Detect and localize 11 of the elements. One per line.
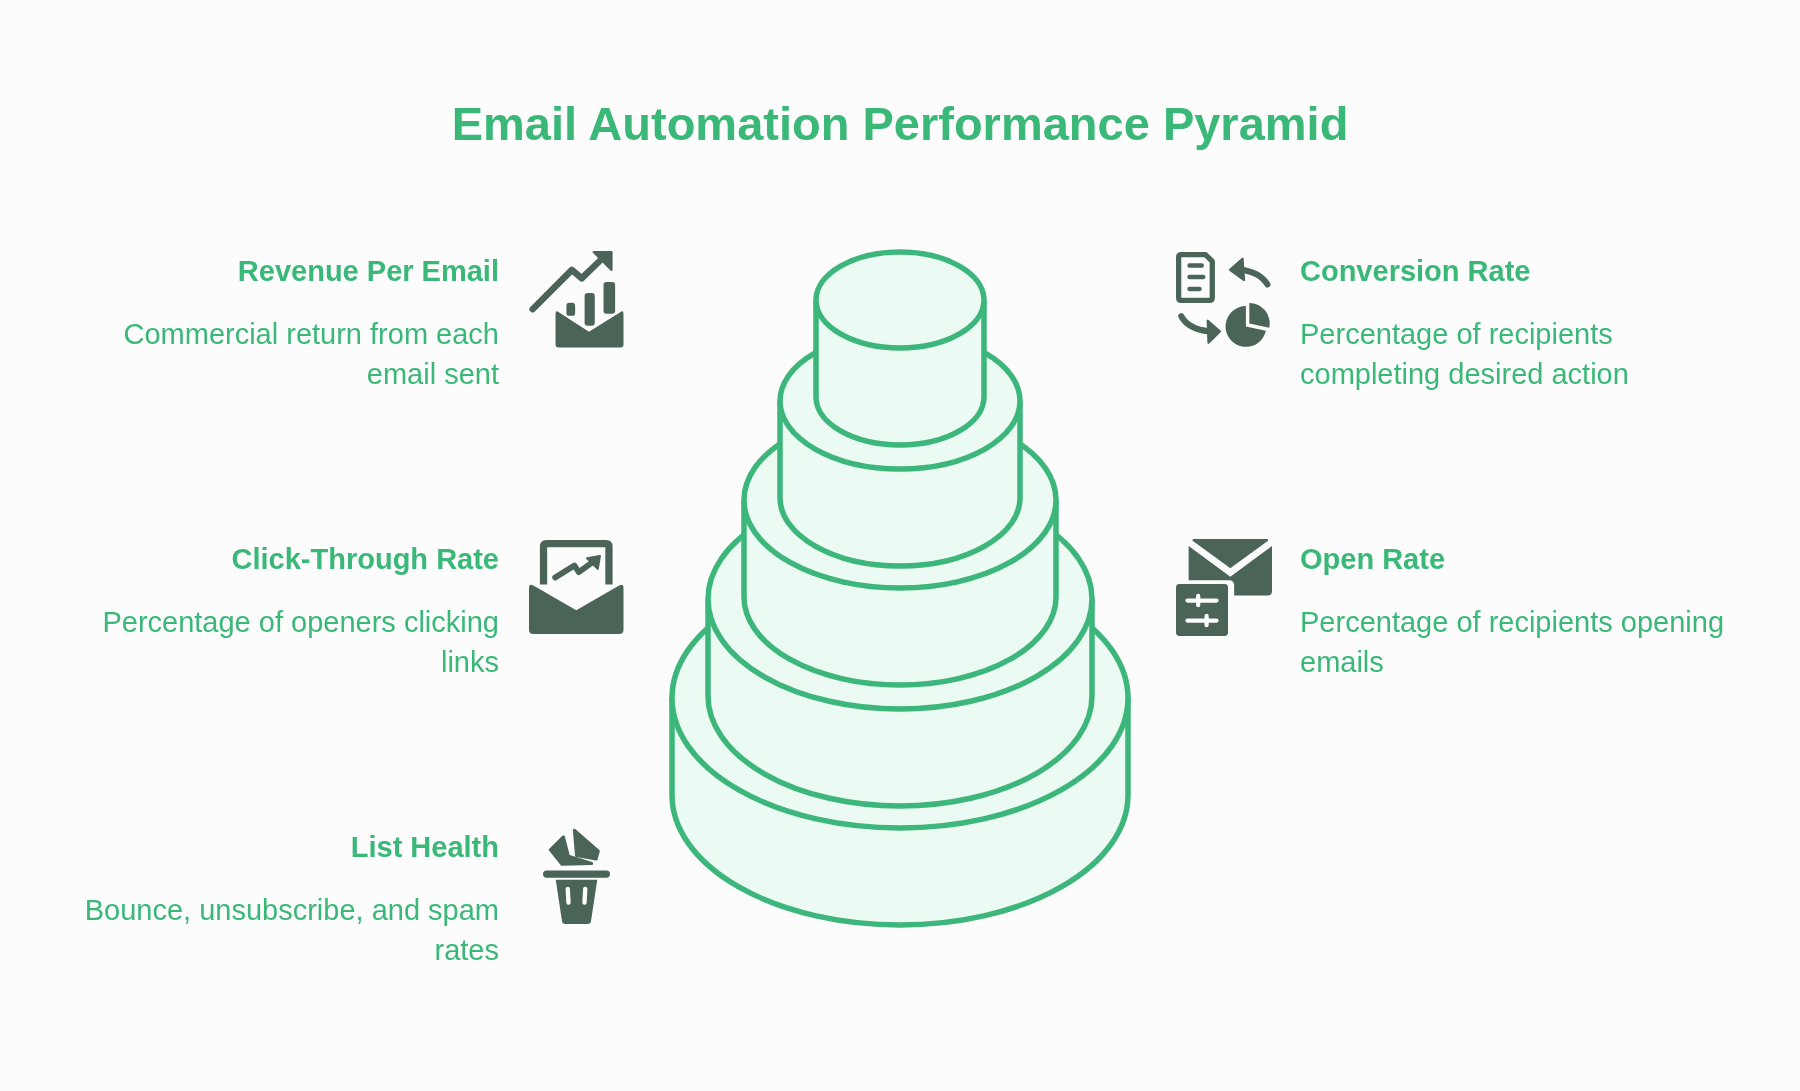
metric-description: Percentage of recipients completing desired action [1300,317,1630,392]
metric-heading: Conversion Rate [1300,254,1531,289]
metric-heading: Revenue Per Email [237,254,499,289]
metric-description: Commercial return from each email sent [122,317,499,392]
diagram-title: Email Automation Performance Pyramid [451,96,1349,152]
metric-heading: Open Rate [1300,542,1446,577]
metric-description: Percentage of openers clicking links [101,605,499,680]
metric-description: Percentage of recipients opening emails [1300,605,1725,680]
metric-description: Bounce, unsubscribe, and spam rates [83,893,499,968]
metric-heading: List Health [350,830,499,865]
metric-heading: Click-Through Rate [231,542,499,577]
